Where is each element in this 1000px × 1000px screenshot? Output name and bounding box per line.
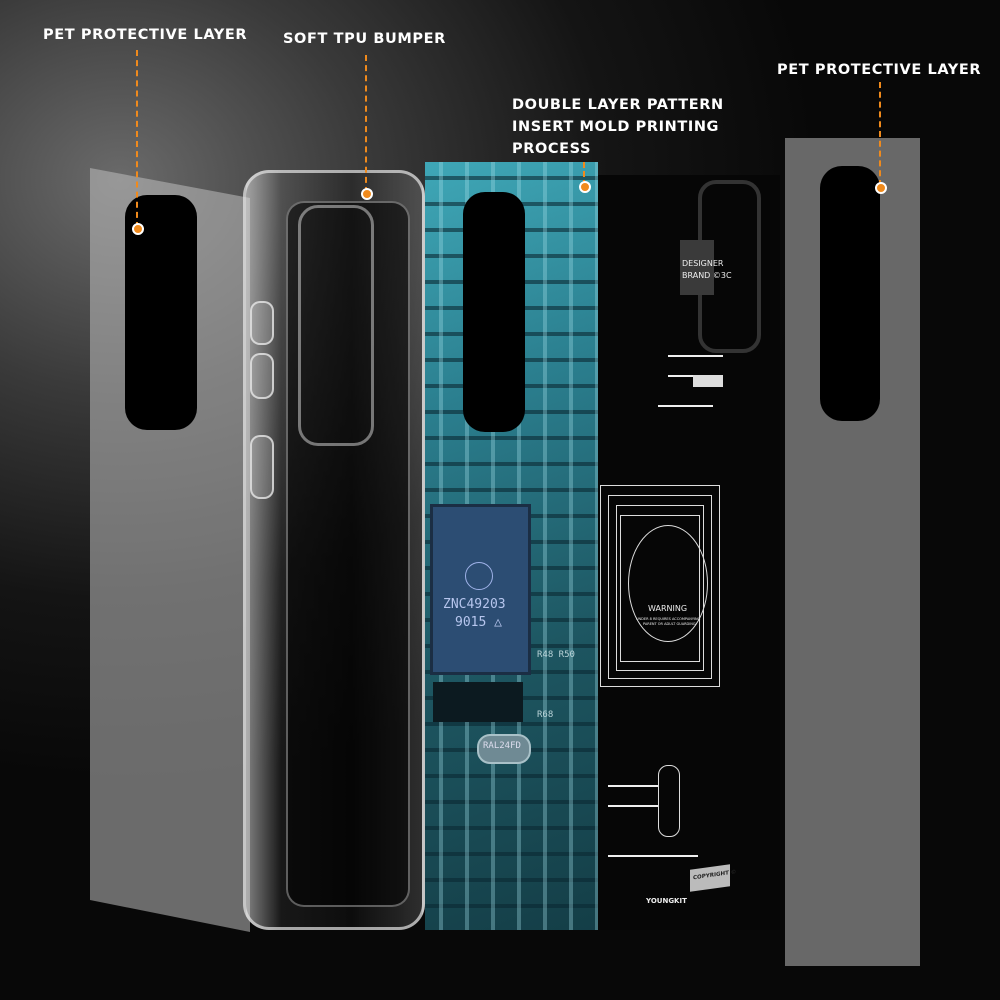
leader-line xyxy=(365,55,367,193)
chip-logo xyxy=(465,562,493,590)
circuit-line xyxy=(658,405,713,407)
warning-subtext: PARENT OR ADULT GUARDING xyxy=(643,622,696,626)
leader-line xyxy=(136,50,138,228)
leader-dot xyxy=(579,181,591,193)
label-pattern-line3: PROCESS xyxy=(512,141,592,157)
label-pet-right: PET PROTECTIVE LAYER xyxy=(777,62,982,78)
leader-line xyxy=(583,162,585,186)
square-ring xyxy=(608,495,712,679)
copyright-text: COPYRIGHT © xyxy=(693,869,737,882)
warning-subtext: UNDER 8 REQUIRES ACCOMPANYING xyxy=(636,617,701,621)
brand-text: DESIGNER xyxy=(682,259,724,268)
square-ring xyxy=(600,485,720,687)
youngkit-text: YOUNGKIT xyxy=(646,897,687,905)
circuit-line xyxy=(668,355,723,357)
pet-protective-layer-right xyxy=(785,138,920,966)
pet-protective-layer-left xyxy=(90,168,250,932)
circuit-line xyxy=(608,855,698,857)
leader-dot xyxy=(132,223,144,235)
brand-tag: DESIGNER BRAND ©3C xyxy=(680,240,732,295)
capsule xyxy=(658,765,680,837)
crystal: RAL24FD xyxy=(477,734,531,764)
chip-sub: 9015 △ xyxy=(455,615,502,630)
circuit-line xyxy=(608,785,658,787)
line-pattern-layer: DESIGNER BRAND ©3C WARNING UNDER 8 REQUI… xyxy=(598,175,780,930)
chip: ZNC49203 9015 △ xyxy=(433,507,528,672)
camera-cutout xyxy=(463,192,525,432)
leader-line xyxy=(879,82,881,186)
label-tpu-bumper: SOFT TPU BUMPER xyxy=(283,31,446,47)
chip-code: ZNC49203 xyxy=(443,597,506,612)
connector xyxy=(693,375,723,387)
ic xyxy=(433,682,523,722)
crystal-label: RAL24FD xyxy=(483,741,521,751)
charging-circle xyxy=(628,525,708,642)
camera-cutout xyxy=(820,166,880,421)
circuit-pattern-layer: ZNC49203 9015 △ R48 R50 R68 RAL24FD xyxy=(425,162,598,930)
label-pattern-line2: INSERT MOLD PRINTING xyxy=(512,119,720,135)
bumper-camera-cutout xyxy=(298,205,374,446)
tpu-bumper xyxy=(243,170,425,930)
label-pet-left: PET PROTECTIVE LAYER xyxy=(43,27,248,43)
brand-text: BRAND ©3C xyxy=(682,271,732,280)
label-pattern-line1: DOUBLE LAYER PATTERN xyxy=(512,97,724,113)
button-cover xyxy=(250,435,274,499)
copyright-tag: COPYRIGHT © xyxy=(690,864,736,892)
button-cover xyxy=(250,301,274,345)
button-cover xyxy=(250,353,274,399)
circuit-line xyxy=(608,805,658,807)
resistor-label: R48 R50 xyxy=(537,650,575,660)
leader-dot xyxy=(875,182,887,194)
warning-text: WARNING xyxy=(648,604,688,613)
resistor-label: R68 xyxy=(537,710,554,720)
leader-dot xyxy=(361,188,373,200)
bumper-back xyxy=(286,201,410,907)
